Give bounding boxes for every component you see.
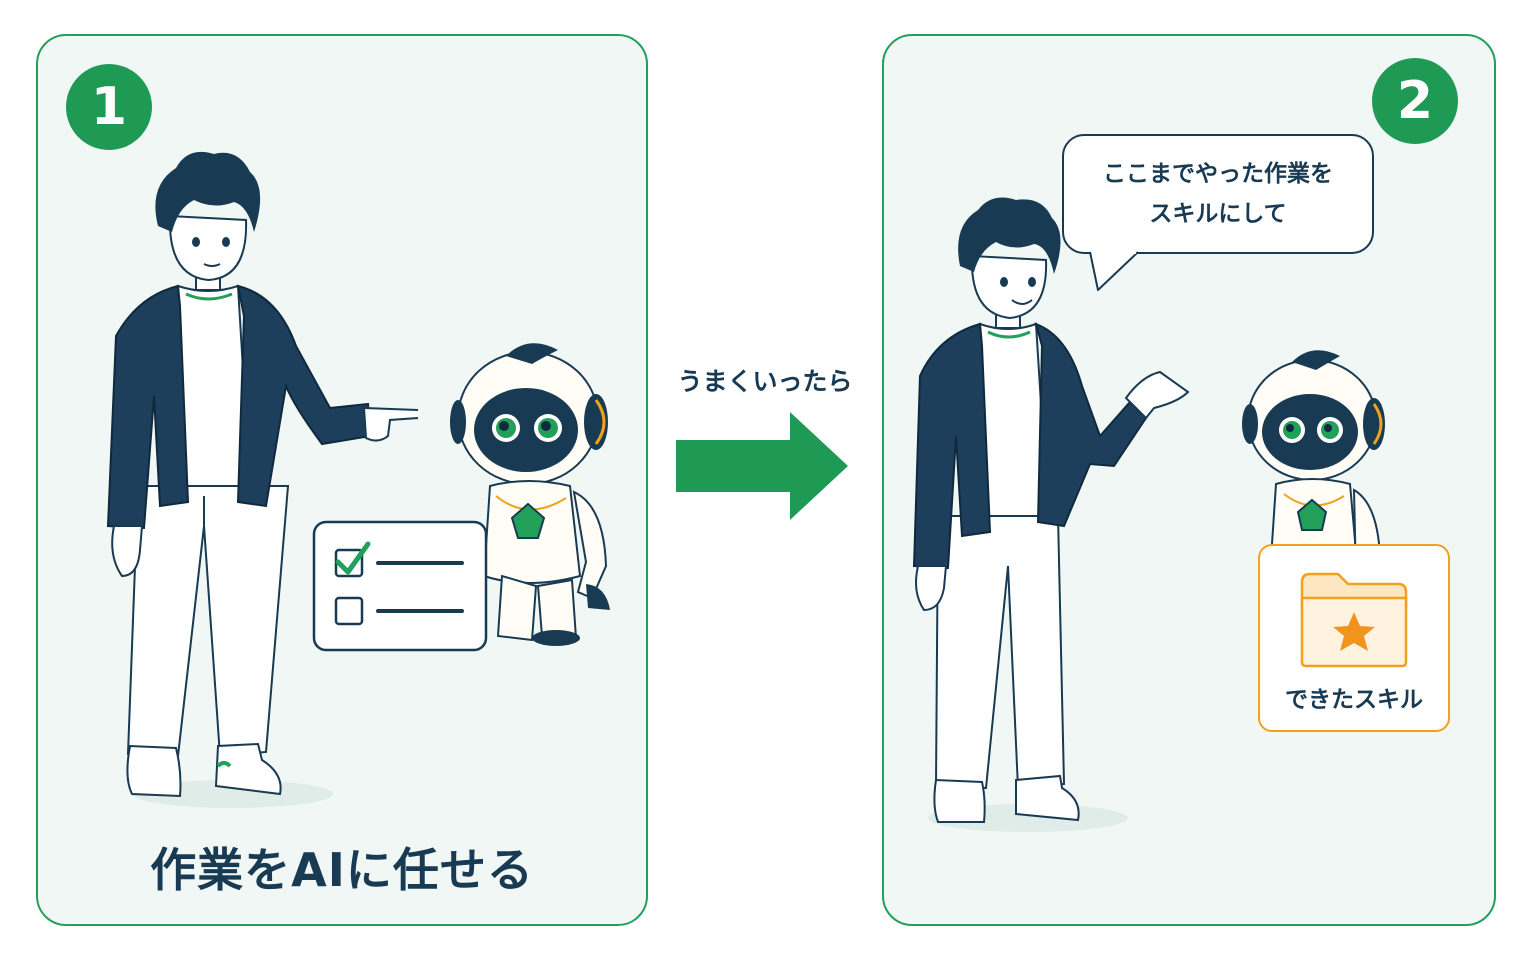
- step-1-badge: 1: [66, 64, 152, 150]
- speech-bubble-icon: [1089, 250, 1139, 291]
- folder-icon: [1300, 572, 1408, 668]
- skill-card-label: できたスキル: [1285, 687, 1423, 713]
- speech-line-2: スキルにして: [1149, 201, 1287, 227]
- step-1-panel: 1: [36, 34, 648, 926]
- step-2-badge: 2: [1372, 58, 1458, 144]
- speech-line-1: ここまでやった作業を: [1103, 160, 1333, 187]
- robot-illustration: [1242, 350, 1385, 586]
- flow-label: うまくいったら: [677, 367, 853, 396]
- star-icon: [1333, 612, 1375, 651]
- speech-bubble: ここまでやった作業を スキルにして: [1062, 134, 1374, 254]
- step-1-caption: 作業をAIに任せる: [150, 843, 534, 897]
- person-pointing-illustration: [106, 151, 418, 808]
- right-arrow-icon: [676, 412, 848, 520]
- skill-card: できたスキル: [1258, 544, 1450, 732]
- check-mark-icon: [335, 541, 371, 575]
- step-2-panel: 2 ここまでやった作業を スキルにして: [882, 34, 1496, 926]
- robot-illustration: [450, 343, 610, 646]
- person-presenting-illustration: [912, 197, 1190, 832]
- checklist-icon: [312, 520, 488, 652]
